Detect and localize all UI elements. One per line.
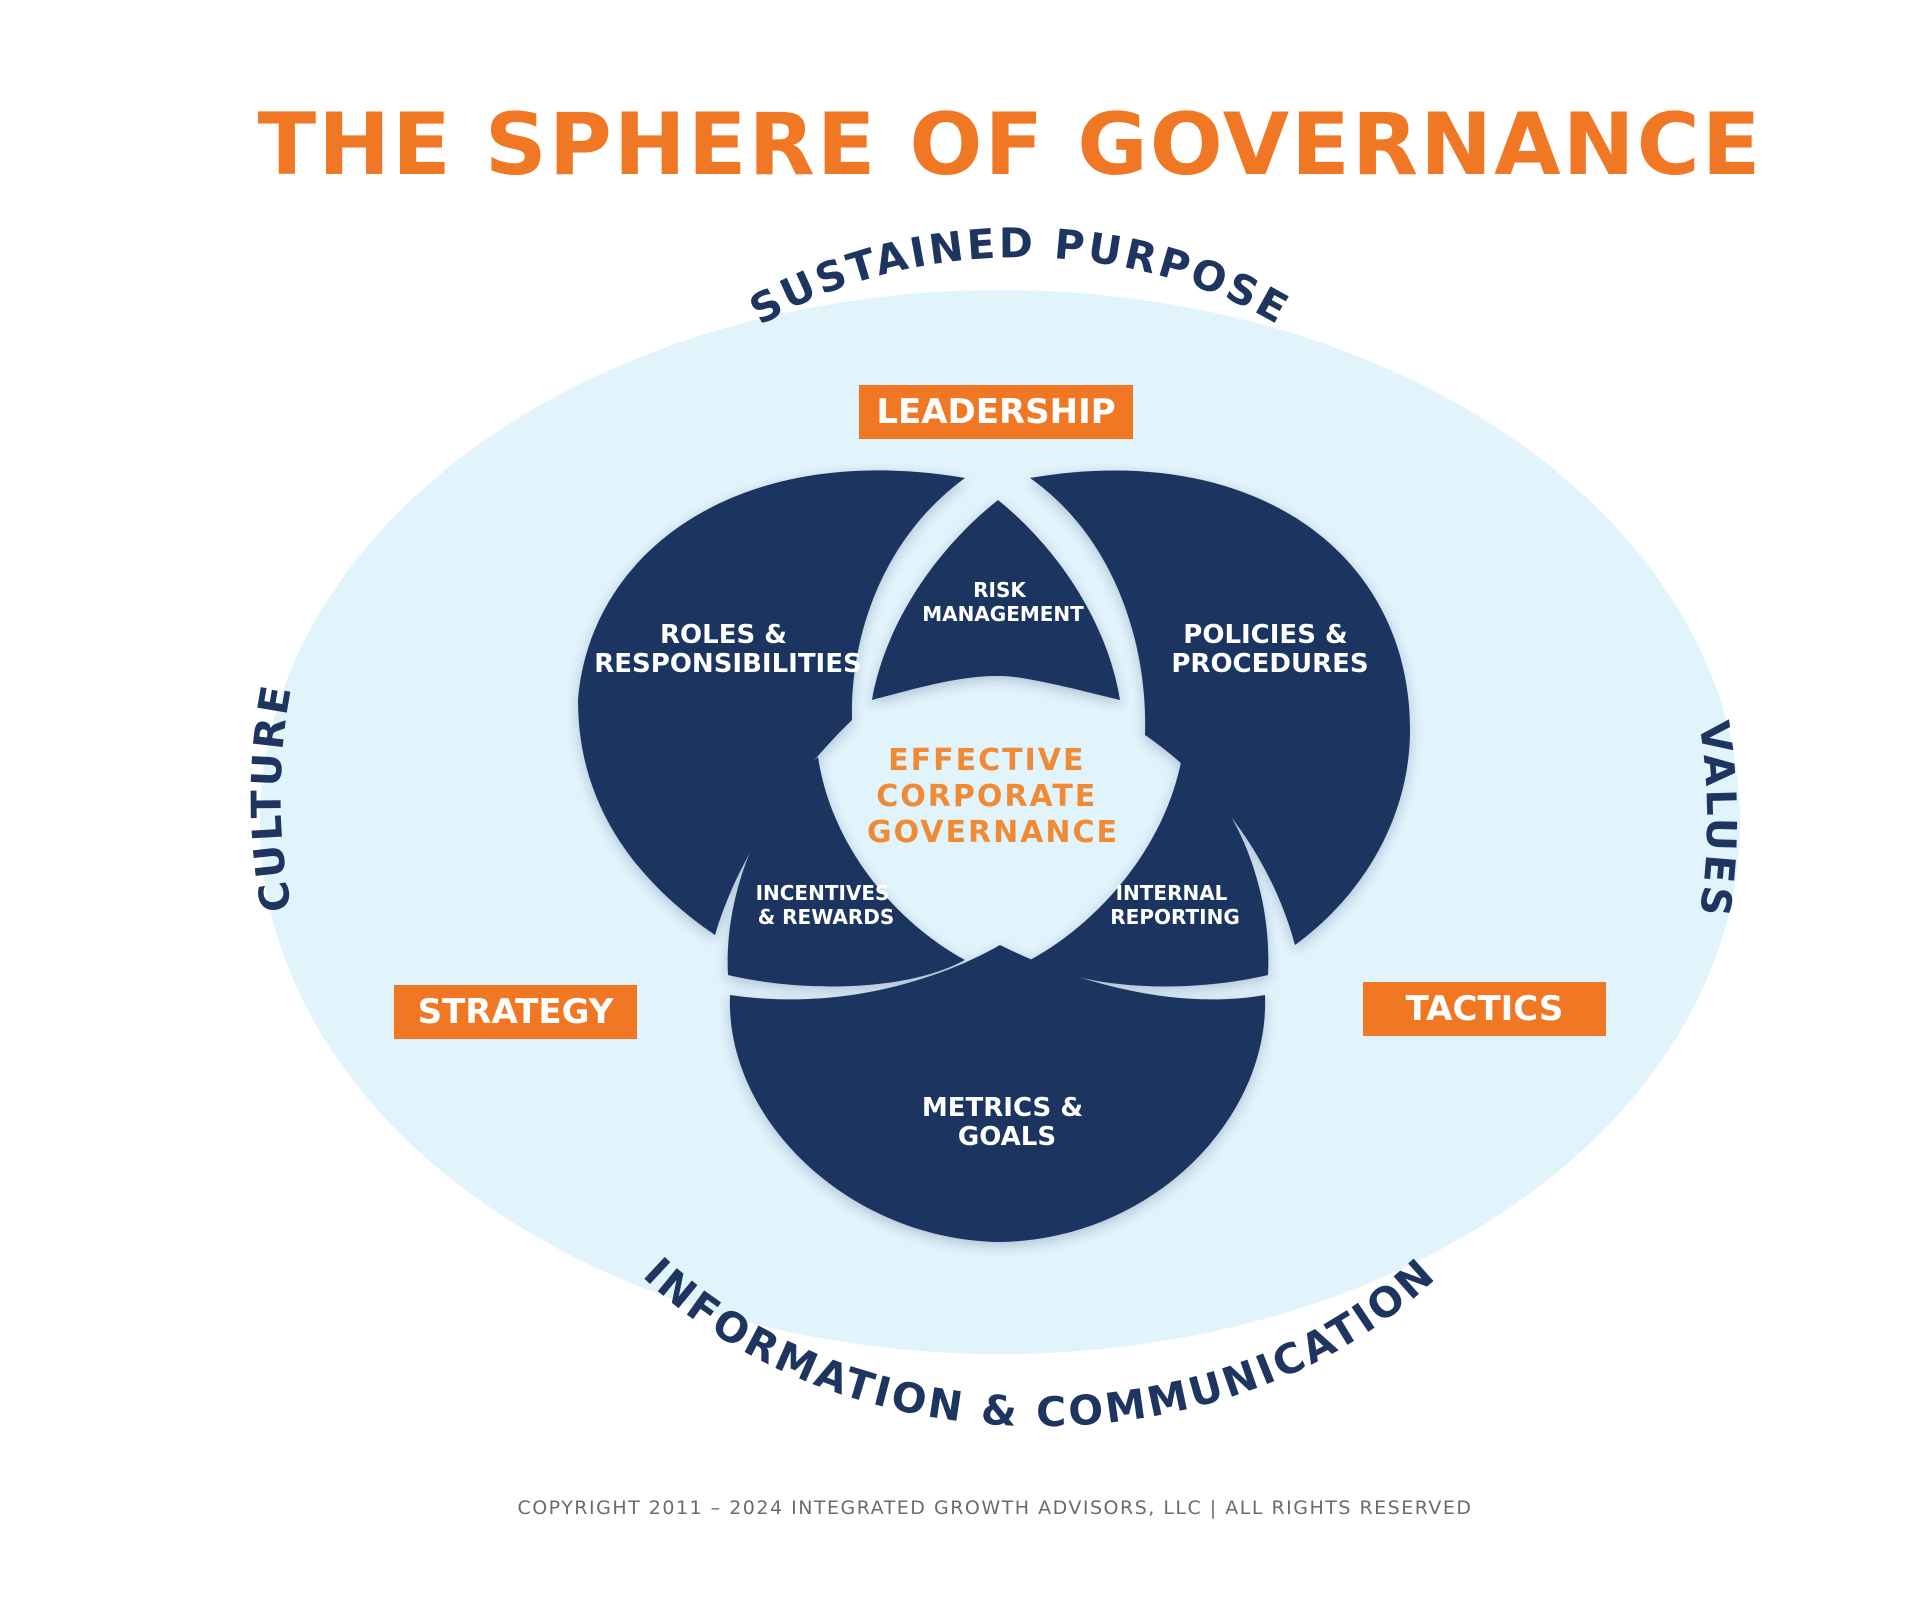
segment-internal-reporting [1030,757,1269,987]
label-risk: RISK MANAGEMENT [922,578,1084,626]
label-policies: POLICIES & PROCEDURES [1171,620,1368,679]
page-title: THE SPHERE OF GOVERNANCE [257,95,1763,195]
ring-label-right: VALUES [1689,718,1745,922]
label-incentives: INCENTIVES & REWARDS [756,881,897,929]
copyright-text: COPYRIGHT 2011 – 2024 INTEGRATED GROWTH … [517,1497,1473,1519]
segment-roles-responsibilities [578,470,965,935]
segment-incentives-rewards [727,757,965,987]
center-label: EFFECTIVE CORPORATE GOVERNANCE [867,743,1119,850]
segment-policies-procedures [1030,470,1410,945]
label-metrics: METRICS & GOALS [922,1093,1092,1152]
tag-leadership: LEADERSHIP [859,385,1133,439]
tag-tactics: TACTICS [1363,982,1606,1036]
segment-metrics-goals [729,945,1266,1242]
ring-label-left: CULTURE [242,679,301,915]
tag-strategy: STRATEGY [394,985,637,1039]
segment-risk-management [872,500,1120,700]
outer-sphere [260,290,1740,1354]
label-internal: INTERNAL REPORTING [1110,881,1239,929]
label-roles: ROLES & RESPONSIBILITIES [594,620,861,679]
